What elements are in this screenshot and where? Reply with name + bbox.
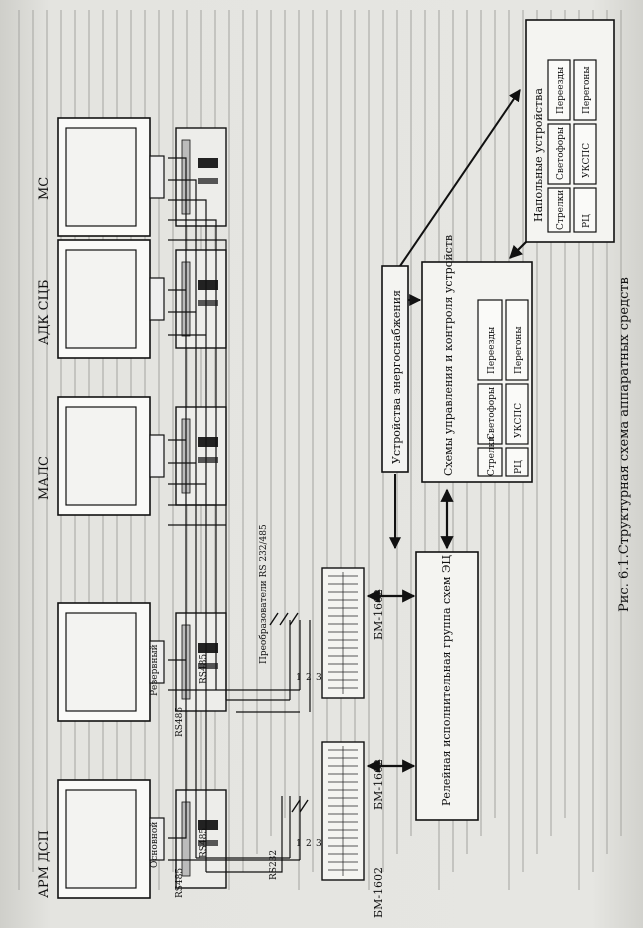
relay-group-text: Релейная исполнительная группа схем ЭЦ [440,555,453,806]
background-text-line [312,10,314,872]
ws-label-arm-dsp: АРМ ДСП [37,830,52,898]
background-text-line [46,10,48,854]
bm-unit-left [321,741,365,881]
workstation-adk [57,239,227,359]
background-text-line [256,10,258,854]
fb-peregony: Перегоны [582,66,592,114]
label-converters: Преобразователи RS 232/485 [258,524,269,664]
background-text-line [550,10,552,836]
fb-ukspc: УКСПС [582,143,592,178]
background-text-line [564,10,566,818]
label-reserve: Резервный [150,644,160,696]
cb-svetofory: Светофоры [487,387,497,440]
background-text-line [592,10,594,872]
background-text-line [620,10,622,836]
fb-strelki: Стрелки [556,190,566,230]
background-text-line [270,10,272,836]
bus-lines [168,157,311,873]
control-block-title-text: Схемы управления и контроля устройств [442,235,455,476]
cb-ukspc: УКСПС [514,403,524,438]
power-arrows [389,89,521,550]
background-text-line [242,10,244,872]
workstation-mals [57,396,227,516]
port-2: 2 [306,839,312,849]
label-rs232: RS232 [269,850,279,880]
label-rs485-a: RS485 [175,868,185,898]
power-supply-label: Устройства энергоснабжения [390,290,403,464]
figure-caption: Рис. 6.1.Структурная схема аппаратных ср… [617,277,632,612]
field-block-title: Напольные устройства [532,88,545,222]
background-text-line [18,10,20,890]
bm-label-left: БМ-1602 [372,867,385,918]
ws-label-adk: АДК СЦБ [37,280,52,345]
fb-svetofory: Светофоры [556,127,566,180]
background-text-line [578,10,580,890]
background-text-line [172,10,174,872]
label-rs485-c: RS485 [175,707,185,737]
background-text-line [410,10,412,836]
port-1: 1 [296,839,302,849]
port-3: 3 [316,839,322,849]
label-rs485-d: RS485 [199,654,209,684]
background-text-line [354,10,356,818]
background-text-line [284,10,286,818]
port-4: 1 [296,673,302,683]
background-text-line [228,10,230,890]
background-text-line [326,10,328,854]
relay-group [415,551,479,821]
background-text-line [536,10,538,854]
power-supply-block [381,265,409,473]
background-text-line [32,10,34,872]
ws-label-ms: МС [37,177,52,200]
bm-unit-right [321,567,365,699]
converter-marks [269,612,309,813]
relay-group-label: Релейная исполнительная группа схем ЭЦ [440,555,453,806]
label-rs485-b: RS485 [199,828,209,858]
workstation-ms [57,117,227,237]
control-block-title: Схемы управления и контроля устройств [442,235,455,476]
port-6: 3 [316,673,322,683]
fb-rc: РЦ [582,214,592,228]
port-5: 2 [306,673,312,683]
label-converters-text: Преобразователи RS 232/485 [258,524,269,664]
cb-pereezdy: Переезды [487,327,497,374]
cb-peregony: Перегоны [514,326,524,374]
field-block [525,19,615,243]
fb-pereezdy: Переезды [556,67,566,114]
ws-label-mals: МАЛС [37,456,52,500]
background-text-line [606,10,608,854]
background-text-line [368,10,370,890]
bm-relay-arrows [366,589,416,773]
cb-rc: РЦ [514,460,524,474]
background-text-line [298,10,300,890]
cb-strelki: Стрелки [487,436,497,476]
background-text-line [340,10,342,836]
label-main: Основной [150,822,160,868]
control-block [421,261,533,483]
